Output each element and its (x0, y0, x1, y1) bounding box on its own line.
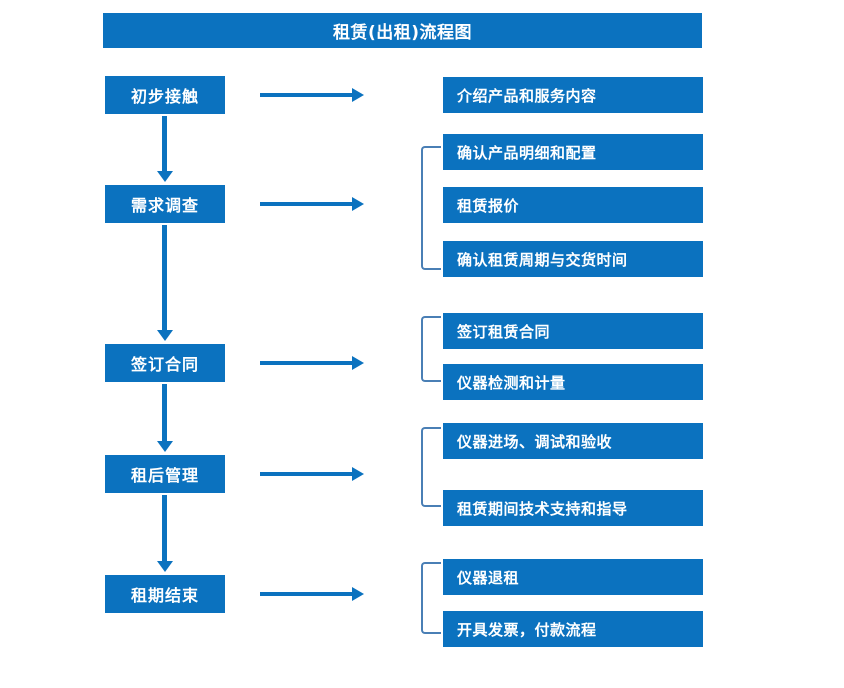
bracket-icon-2 (421, 316, 441, 382)
stage-box-1[interactable]: 初步接触 (105, 76, 225, 114)
detail-box-6[interactable]: 仪器检测和计量 (443, 364, 703, 400)
arrow-right-icon-5 (260, 587, 364, 601)
arrow-right-icon-3 (260, 356, 364, 370)
arrow-down-icon-4 (157, 495, 173, 572)
bracket-icon-1 (421, 146, 441, 270)
arrow-down-icon-1 (157, 116, 173, 182)
detail-box-5[interactable]: 签订租赁合同 (443, 313, 703, 349)
detail-box-4[interactable]: 确认租赁周期与交货时间 (443, 241, 703, 277)
arrow-right-icon-2 (260, 197, 364, 211)
bracket-icon-4 (421, 562, 441, 634)
detail-box-9[interactable]: 仪器退租 (443, 559, 703, 595)
stage-box-2[interactable]: 需求调查 (105, 185, 225, 223)
stage-box-3[interactable]: 签订合同 (105, 344, 225, 382)
detail-box-1[interactable]: 介绍产品和服务内容 (443, 77, 703, 113)
detail-box-3[interactable]: 租赁报价 (443, 187, 703, 223)
arrow-right-icon-1 (260, 88, 364, 102)
page-title: 租赁(出租)流程图 (103, 13, 702, 48)
stage-box-5[interactable]: 租期结束 (105, 575, 225, 613)
stage-box-4[interactable]: 租后管理 (105, 455, 225, 493)
bracket-icon-3 (421, 427, 441, 507)
detail-box-10[interactable]: 开具发票，付款流程 (443, 611, 703, 647)
arrow-down-icon-3 (157, 384, 173, 452)
arrow-down-icon-2 (157, 225, 173, 341)
detail-box-2[interactable]: 确认产品明细和配置 (443, 134, 703, 170)
detail-box-7[interactable]: 仪器进场、调试和验收 (443, 423, 703, 459)
arrow-right-icon-4 (260, 467, 364, 481)
detail-box-8[interactable]: 租赁期间技术支持和指导 (443, 490, 703, 526)
